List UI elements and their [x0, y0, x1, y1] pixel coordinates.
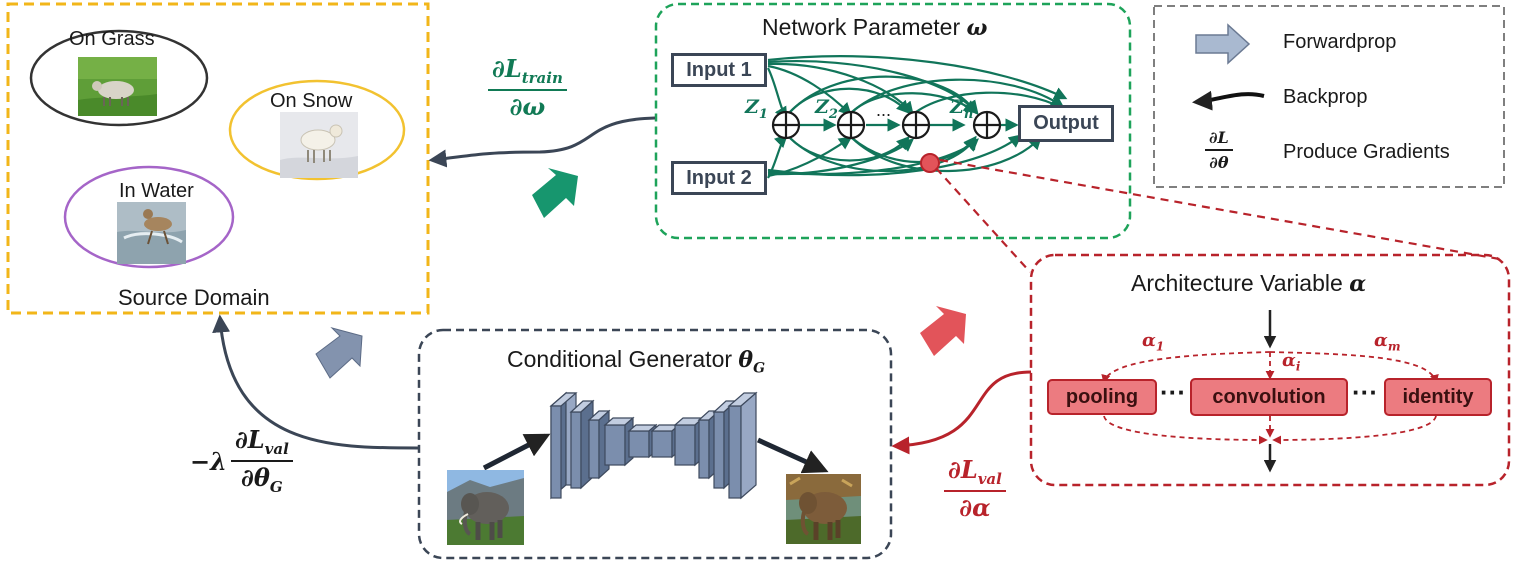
grad-val-generator: −λ ∂Lval ∂θG — [190, 428, 293, 495]
legend-gradient-num: ∂L — [1205, 130, 1233, 151]
selected-edge-dot — [920, 153, 940, 173]
z1-sub: 1 — [758, 106, 768, 122]
sum-node-1 — [771, 110, 801, 140]
source-domain-title: Source Domain — [118, 285, 270, 310]
network-title-text: Network Parameter — [762, 14, 961, 40]
generator-box — [417, 328, 893, 560]
alpha-m-label: αm — [1374, 330, 1401, 354]
backprop-train-arrow — [428, 116, 656, 168]
goat-on-snow-image — [280, 112, 358, 178]
legend-gradient-symbol: ∂L ∂θ — [1205, 128, 1233, 171]
grad-val-gen-num-sub: val — [264, 439, 289, 458]
alpha-i-base: α — [1282, 350, 1296, 371]
sum-node-n — [972, 110, 1002, 140]
nodes-ellipsis: ... — [876, 100, 892, 120]
alpha-i-label: αi — [1282, 350, 1300, 374]
grad-val-gen-prefix: −λ — [190, 446, 227, 476]
water-label: In Water — [119, 180, 194, 202]
grad-val-arch-num-sub: val — [977, 469, 1002, 488]
zn-label: Zn — [950, 96, 973, 122]
alpha-1-label: α1 — [1142, 330, 1164, 354]
generator-title: Conditional Generator θG — [507, 346, 765, 376]
network-box — [654, 2, 1132, 240]
ops-dots-1: ··· — [1160, 377, 1186, 407]
legend-gradient-label: Produce Gradients — [1283, 141, 1450, 163]
grad-train-num: ∂L — [492, 54, 522, 83]
alpha-1-sub: 1 — [1155, 339, 1165, 354]
elephant-input-image — [447, 470, 524, 545]
grad-train-num-sub: train — [521, 68, 563, 87]
architecture-title-text: Architecture Variable — [1131, 270, 1343, 296]
grad-val-arch: ∂Lval ∂α — [944, 455, 1006, 520]
generator-title-theta: θ — [738, 347, 754, 373]
architecture-title: Architecture Variable α — [1131, 270, 1366, 297]
z2-base: Z — [815, 96, 829, 118]
z2-label: Z2 — [815, 96, 838, 122]
architecture-box — [1029, 253, 1511, 487]
backprop-arch-arrow — [891, 370, 1032, 455]
z2-sub: 2 — [828, 106, 838, 122]
input-1-node: Input 1 — [671, 53, 767, 87]
z1-label: Z1 — [745, 96, 768, 122]
grad-val-arch-den: ∂α — [959, 492, 991, 522]
legend-gradient-den: ∂θ — [1209, 153, 1229, 172]
grad-val-gen-den-sub: G — [269, 477, 283, 496]
z1-base: Z — [745, 96, 759, 118]
grad-train: ∂Ltrain ∂ω — [488, 54, 567, 119]
network-connections — [767, 55, 1068, 179]
grass-ellipse — [29, 29, 209, 127]
op-pooling: pooling — [1047, 379, 1157, 415]
zn-base: Z — [950, 96, 964, 118]
elephant-output-image — [786, 474, 861, 544]
sum-nodes — [771, 110, 1002, 140]
architecture-title-symbol: α — [1349, 271, 1367, 297]
forward-arrow-slate — [315, 327, 363, 379]
sheep-on-grass-image — [78, 57, 157, 116]
ops-dots-2: ··· — [1352, 377, 1378, 407]
backprop-gen-arrow — [212, 314, 419, 450]
output-node: Output — [1018, 105, 1114, 142]
sum-node-3 — [901, 110, 931, 140]
alpha-1-base: α — [1142, 330, 1156, 351]
alpha-m-base: α — [1374, 330, 1388, 351]
generator-network-icon — [549, 391, 758, 500]
legend-box — [1153, 5, 1505, 188]
legend-forwardprop-label: Forwardprop — [1283, 31, 1397, 53]
generator-title-sub: G — [753, 360, 766, 377]
source-domain-box — [6, 2, 430, 315]
forward-arrow-red — [920, 306, 966, 356]
forwardprop-icon — [1195, 23, 1251, 65]
forward-arrow-green — [532, 168, 578, 218]
dec-block-5 — [727, 391, 758, 500]
generator-title-text: Conditional Generator — [507, 346, 733, 372]
network-title-symbol: ω — [966, 15, 988, 41]
grad-train-den: ∂ω — [509, 91, 546, 121]
grad-val-gen-num: ∂L — [234, 425, 265, 454]
input-2-node: Input 2 — [671, 161, 767, 195]
snow-ellipse — [228, 79, 406, 181]
network-title: Network Parameter ω — [762, 14, 987, 41]
snow-label: On Snow — [270, 90, 353, 112]
animal-in-water-image — [117, 202, 186, 264]
legend-backprop-label: Backprop — [1283, 86, 1368, 108]
grad-val-arch-num: ∂L — [948, 455, 978, 484]
generator-title-symbol: θG — [738, 347, 766, 377]
grass-label: On Grass — [69, 28, 155, 50]
arch-edges — [1101, 351, 1439, 445]
sum-node-2 — [836, 110, 866, 140]
alpha-m-sub: m — [1387, 339, 1401, 354]
grad-val-gen-den: ∂θ — [241, 462, 270, 492]
zn-sub: n — [963, 106, 974, 122]
op-convolution: convolution — [1190, 378, 1348, 416]
backprop-icon — [1192, 90, 1265, 111]
water-ellipse — [63, 165, 235, 269]
op-identity: identity — [1384, 378, 1492, 416]
alpha-i-sub: i — [1295, 359, 1301, 374]
